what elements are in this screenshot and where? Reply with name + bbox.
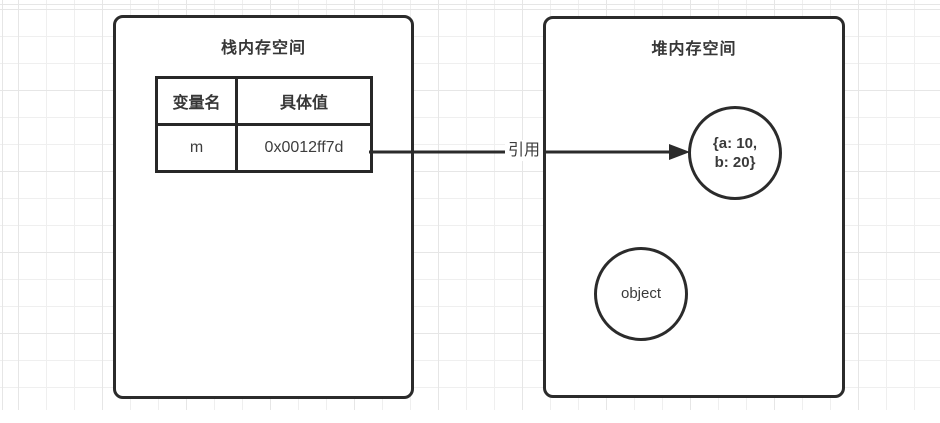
heap-node-object-label: object xyxy=(620,285,662,303)
heap-node-referenced-object: {a: 10, b: 20} xyxy=(688,106,782,200)
variable-table: 变量名 具体值 m 0x0012ff7d xyxy=(155,76,373,173)
stack-box-title: 栈内存空间 xyxy=(220,40,306,57)
heap-node-text-line2: b: 20} xyxy=(714,154,756,171)
reference-arrow-label: 引用 xyxy=(505,140,544,162)
table-header-value: 具体值 xyxy=(235,76,373,126)
table-header-variable-name: 变量名 xyxy=(155,76,238,126)
table-header-row: 变量名 具体值 xyxy=(155,76,373,126)
table-row: m 0x0012ff7d xyxy=(155,123,373,173)
table-cell-value: 0x0012ff7d xyxy=(235,123,373,173)
heap-memory-box: 堆内存空间 xyxy=(543,16,845,398)
stack-memory-box: 栈内存空间 xyxy=(113,15,414,399)
table-cell-variable-name: m xyxy=(155,123,238,173)
heap-node-object: object xyxy=(594,247,688,341)
heap-node-text-line1: {a: 10, xyxy=(712,134,758,152)
heap-box-title: 堆内存空间 xyxy=(651,41,737,58)
